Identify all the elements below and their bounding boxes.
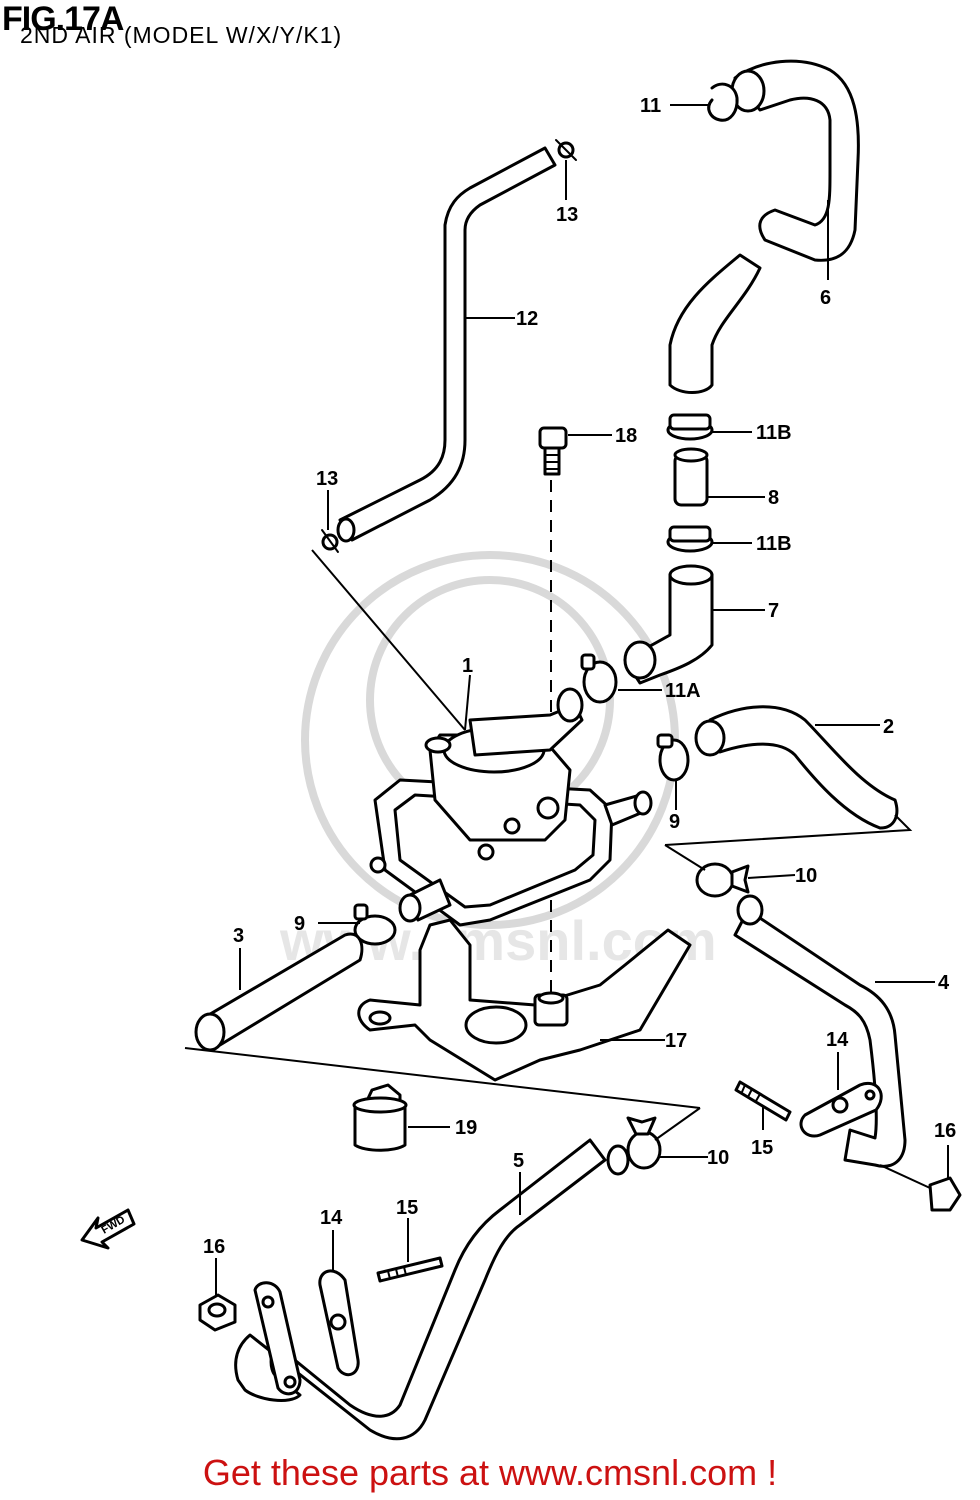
callout-14-right: 14	[826, 1029, 849, 1051]
callout-14-left: 14	[320, 1207, 343, 1229]
part-13-clip-bottom[interactable]	[321, 529, 339, 553]
callout-5: 5	[513, 1150, 524, 1172]
callout-18: 18	[615, 425, 637, 447]
callout-19: 19	[455, 1117, 477, 1139]
part-10-reed-valve-top[interactable]	[695, 862, 750, 898]
part-5-pipe[interactable]	[234, 1138, 630, 1441]
part-7-elbow-hose[interactable]	[623, 564, 714, 685]
callout-10-top: 10	[795, 865, 817, 887]
callout-10-bottom: 10	[707, 1147, 729, 1169]
part-19-cap[interactable]	[352, 1083, 408, 1152]
part-15-stud-right[interactable]	[734, 1080, 792, 1122]
part-9-clamp-left[interactable]	[353, 903, 397, 946]
callout-15-left: 15	[396, 1197, 418, 1219]
callout-7: 7	[768, 600, 779, 622]
callout-3: 3	[233, 925, 244, 947]
part-11a-clamp[interactable]	[580, 653, 618, 704]
part-11b-clamp-top[interactable]	[666, 413, 714, 441]
callout-16-right: 16	[934, 1120, 956, 1142]
callout-2: 2	[883, 716, 894, 738]
part-10-reed-valve-bottom[interactable]	[626, 1116, 662, 1170]
part-3-hose[interactable]	[194, 932, 364, 1052]
figure-title: FIG.17A	[2, 0, 124, 38]
callout-labels: 11 6 13 12 13 18 11B 8 11B 7 11A 1 2 9 1…	[203, 95, 956, 1258]
callout-11a: 11A	[665, 680, 701, 702]
leader-lines	[215, 104, 949, 1295]
callout-11b-top: 11B	[756, 422, 792, 444]
part-16-nut-left[interactable]	[198, 1293, 237, 1332]
part-2-hose[interactable]	[694, 705, 899, 830]
part-1-valve-assembly[interactable]	[369, 687, 653, 927]
part-16-nut-right[interactable]	[928, 1176, 962, 1212]
callout-9-right: 9	[669, 811, 680, 833]
callout-4: 4	[938, 972, 950, 994]
callout-11: 11	[640, 95, 661, 117]
part-12-pipe[interactable]	[336, 146, 557, 543]
alignment-lines	[184, 549, 913, 1141]
callout-16-left: 16	[203, 1236, 225, 1258]
callout-6: 6	[820, 287, 831, 309]
figure-subtitle: 2ND AIR (MODEL W/X/Y/K1)	[20, 22, 343, 48]
part-14-gasket-left[interactable]	[318, 1269, 360, 1377]
callout-13-bottom: 13	[316, 468, 338, 490]
part-14-gasket-right[interactable]	[799, 1081, 883, 1138]
part-6-hose[interactable]	[668, 59, 860, 394]
part-4-pipe[interactable]	[733, 894, 907, 1168]
part-9-clamp-right[interactable]	[656, 733, 690, 782]
callout-1: 1	[462, 655, 473, 677]
callout-17: 17	[665, 1030, 687, 1052]
callout-12: 12	[516, 308, 538, 330]
part-8-short-hose[interactable]	[673, 447, 709, 507]
part-15-stud-left[interactable]	[376, 1256, 444, 1283]
part-13-clip-top[interactable]	[555, 139, 577, 161]
callout-9-left: 9	[294, 913, 305, 935]
callout-8: 8	[768, 487, 779, 509]
callout-13-top: 13	[556, 204, 578, 226]
part-11-clip[interactable]	[707, 82, 739, 122]
fwd-arrow-icon: FWD	[80, 1208, 136, 1250]
callout-11b-bottom: 11B	[756, 533, 792, 555]
callout-15-right: 15	[751, 1137, 773, 1159]
part-18-bolt[interactable]	[538, 426, 568, 476]
footer-link-text[interactable]: Get these parts at www.cmsnl.com !	[202, 1452, 778, 1493]
part-11b-clamp-bottom[interactable]	[666, 525, 714, 553]
